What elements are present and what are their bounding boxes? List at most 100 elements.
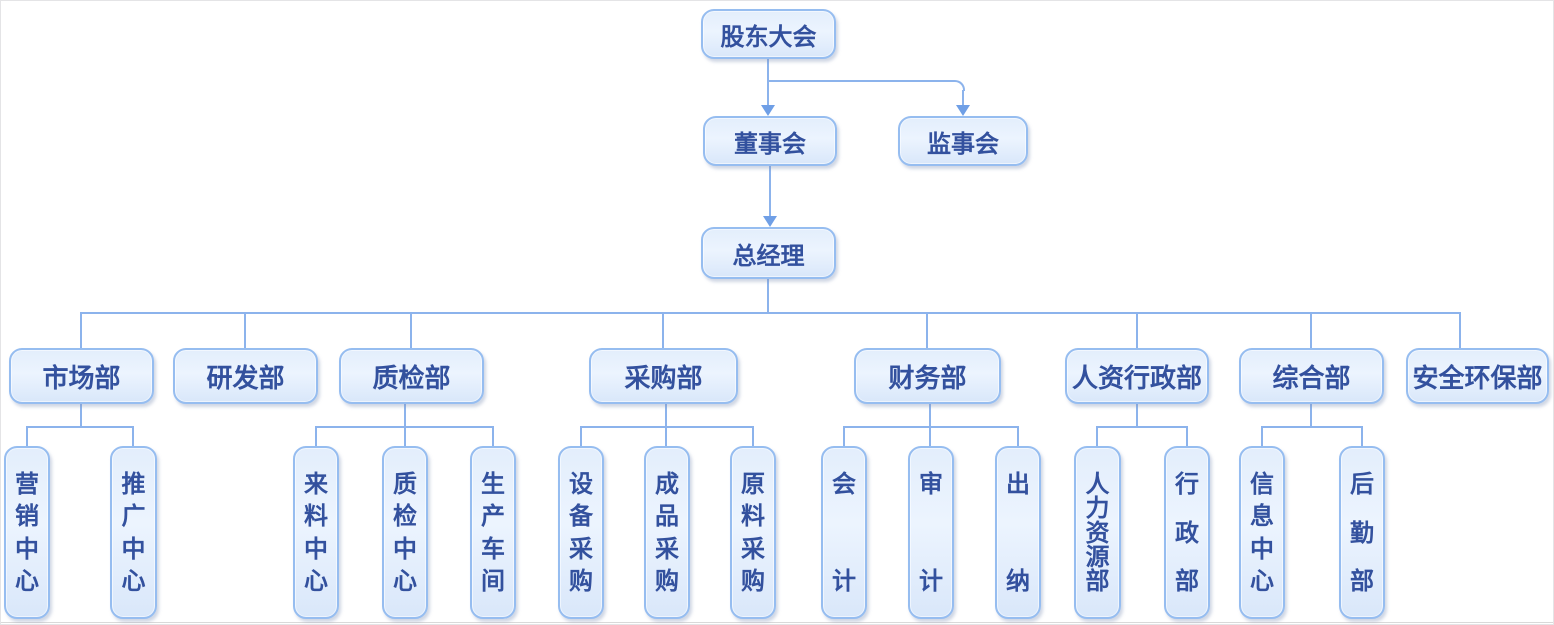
- connector-line: [132, 427, 134, 446]
- org-node-label-char: 车: [481, 533, 505, 563]
- org-node-promotion-center[interactable]: 推广中心: [110, 446, 157, 619]
- org-node-label-char: 息: [1250, 501, 1274, 531]
- org-node-label-char: 中: [304, 533, 328, 563]
- org-node-label-char: 出: [1006, 469, 1030, 498]
- org-node-label-char: 品: [655, 501, 679, 531]
- org-node-information-center[interactable]: 信息中心: [1239, 446, 1285, 619]
- org-node-marketing-dept[interactable]: 市场部: [9, 348, 154, 404]
- arrowhead-down-icon: [761, 105, 775, 116]
- org-node-label: 总经理: [732, 240, 805, 270]
- org-node-label-char: 中: [121, 533, 146, 563]
- connector-line: [1361, 427, 1363, 446]
- connector-line: [1459, 313, 1461, 348]
- org-node-general-affairs-dept[interactable]: 综合部: [1239, 348, 1384, 404]
- org-node-label-char: 后: [1350, 469, 1374, 498]
- connector-line: [1096, 426, 1188, 428]
- org-node-label-char: 购: [741, 565, 765, 595]
- org-node-board-of-directors[interactable]: 董事会: [703, 116, 837, 166]
- org-node-label: 监事会: [927, 128, 999, 158]
- connector-line: [580, 426, 754, 428]
- org-node-label-char: 料: [741, 501, 765, 531]
- org-node-label-char: 源: [1085, 541, 1110, 571]
- connector-line: [962, 90, 964, 107]
- org-node-general-manager[interactable]: 总经理: [701, 227, 836, 279]
- org-node-label-char: 部: [1350, 566, 1374, 595]
- org-node-marketing-center[interactable]: 营销中心: [4, 446, 50, 619]
- org-node-label-char: 力: [1085, 493, 1110, 523]
- connector-line: [1017, 427, 1019, 446]
- org-node-label-char: 料: [304, 501, 328, 531]
- connector-line: [1136, 404, 1138, 428]
- org-node-quality-dept[interactable]: 质检部: [339, 348, 484, 404]
- org-node-shareholders-meeting[interactable]: 股东大会: [701, 9, 836, 59]
- org-node-label-char: 行: [1175, 469, 1199, 498]
- connector-line: [1310, 313, 1312, 348]
- org-node-rnd-dept[interactable]: 研发部: [173, 348, 318, 404]
- org-node-label-char: 中: [1250, 533, 1274, 563]
- connector-line: [1136, 313, 1138, 348]
- org-node-procurement-dept[interactable]: 采购部: [589, 348, 738, 404]
- org-node-label-char: 心: [304, 565, 328, 595]
- connector-line: [769, 166, 771, 218]
- connector-line: [767, 80, 954, 82]
- org-node-human-resources-dept[interactable]: 人力资源部: [1074, 446, 1121, 619]
- org-node-label: 采购部: [624, 363, 703, 394]
- org-node-label: 市场部: [42, 363, 121, 394]
- org-node-equipment-purchasing[interactable]: 设备采购: [558, 446, 604, 619]
- org-node-label: 综合部: [1272, 363, 1351, 394]
- connector-line: [404, 404, 406, 446]
- org-node-label-char: 信: [1250, 469, 1274, 498]
- org-node-label-char: 计: [919, 566, 943, 595]
- org-node-accounting[interactable]: 会计: [821, 446, 867, 619]
- connector-line: [80, 404, 82, 428]
- org-node-finished-goods-purchasing[interactable]: 成品采购: [644, 446, 690, 619]
- org-node-label-char: 纳: [1006, 566, 1030, 595]
- org-node-label-char: 设: [569, 469, 593, 498]
- arrowhead-down-icon: [763, 216, 777, 227]
- org-node-supervisory-board[interactable]: 监事会: [898, 116, 1028, 166]
- connector-line: [315, 426, 494, 428]
- org-node-label-char: 成: [655, 469, 679, 498]
- org-node-incoming-material-center[interactable]: 来料中心: [293, 446, 339, 619]
- org-node-logistics-dept[interactable]: 后勤部: [1339, 446, 1385, 619]
- org-node-label-char: 资: [1085, 517, 1110, 547]
- org-node-label-char: 销: [15, 501, 39, 531]
- org-node-label-char: 部: [1175, 566, 1199, 595]
- org-node-quality-center[interactable]: 质检中心: [382, 446, 428, 619]
- org-node-label-char: 生: [481, 469, 505, 498]
- arrowhead-down-icon: [956, 105, 970, 116]
- connector-line: [662, 313, 664, 348]
- org-node-label-char: 会: [832, 469, 856, 498]
- org-node-cashier[interactable]: 出纳: [995, 446, 1041, 619]
- connector-line: [26, 426, 134, 428]
- org-node-production-workshop[interactable]: 生产车间: [470, 446, 516, 619]
- connector-line: [767, 59, 769, 107]
- org-node-label-char: 间: [481, 565, 505, 595]
- org-node-label-char: 质: [393, 469, 417, 498]
- connector-line: [244, 313, 246, 348]
- org-node-label-char: 部: [1085, 566, 1110, 595]
- connector-line: [1261, 426, 1363, 428]
- org-node-hr-admin-dept[interactable]: 人资行政部: [1065, 348, 1209, 404]
- org-node-finance-dept[interactable]: 财务部: [854, 348, 1001, 404]
- connector-elbow: [954, 80, 965, 91]
- org-node-label-char: 采: [655, 533, 679, 563]
- org-node-audit[interactable]: 审计: [908, 446, 954, 619]
- org-node-label-char: 产: [481, 501, 505, 531]
- org-node-safety-env-dept[interactable]: 安全环保部: [1406, 348, 1549, 404]
- org-node-label-char: 心: [15, 565, 39, 595]
- connector-line: [580, 427, 582, 446]
- org-node-label-char: 购: [655, 565, 679, 595]
- org-node-label-char: 采: [741, 533, 765, 563]
- org-node-label-char: 心: [121, 565, 146, 595]
- org-node-label-char: 广: [121, 501, 146, 531]
- connector-line: [1096, 427, 1098, 446]
- org-node-label: 人资行政部: [1071, 363, 1202, 394]
- org-node-administration-dept[interactable]: 行政部: [1164, 446, 1210, 619]
- org-node-label-char: 购: [569, 565, 593, 595]
- connector-line: [1310, 404, 1312, 428]
- connector-line: [926, 313, 928, 348]
- connector-line: [843, 426, 1019, 428]
- org-node-raw-material-purchasing[interactable]: 原料采购: [730, 446, 776, 619]
